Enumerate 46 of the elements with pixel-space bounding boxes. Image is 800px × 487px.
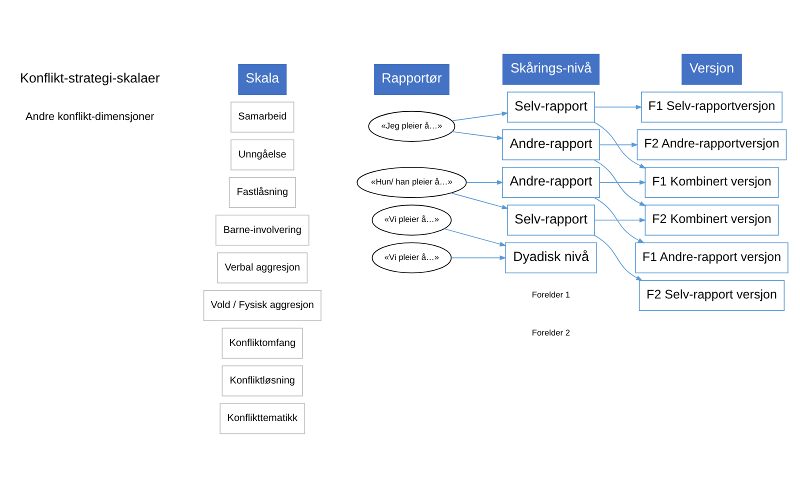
node-box: Fastlåsning xyxy=(228,176,296,208)
legend-label: Forelder 1 xyxy=(532,289,570,300)
node-box: Konflikttematikk xyxy=(220,402,306,434)
node-box: Dyadisk nivå xyxy=(504,242,598,273)
node-box: Konfliktløsning xyxy=(222,364,303,396)
node-box: Konfliktomfang xyxy=(222,327,303,358)
arrow xyxy=(599,142,638,147)
node-box: Andre-rapport xyxy=(502,166,600,198)
node-ellipse: «Hun/ han pleier å…» xyxy=(356,166,467,198)
node-box: Unngåelse xyxy=(230,138,294,170)
node-box: Skala xyxy=(238,63,287,94)
node-ellipse: «Jeg pleier å…» xyxy=(368,110,456,142)
node-box: Versjon xyxy=(682,53,742,84)
node-box: Vold / Fysisk aggresjon xyxy=(203,290,322,321)
node-box: Skårings-nivå xyxy=(502,53,600,84)
arrow xyxy=(450,254,506,260)
label: Andre konflikt-dimensjoner xyxy=(26,110,154,122)
arrow xyxy=(466,180,504,184)
arrow xyxy=(594,104,643,109)
node-ellipse: «Vi pleier å…» xyxy=(372,204,452,236)
node-box: F1 Kombinert versjon xyxy=(644,166,779,198)
arrow xyxy=(452,130,504,140)
arrow xyxy=(450,192,509,209)
arrow xyxy=(452,111,509,121)
node-box: Rapportør xyxy=(374,63,450,94)
node-box: F2 Andre-rapportversjon xyxy=(636,128,787,160)
node-box: F1 Selv-rapportversjon xyxy=(641,91,783,122)
arrow xyxy=(599,180,646,184)
label: Konflikt-strategi-skalaer xyxy=(20,70,160,86)
node-box: Verbal aggresjon xyxy=(217,252,308,283)
arrow xyxy=(594,217,646,222)
node-box: Andre-rapport xyxy=(502,128,600,160)
node-box: F2 Kombinert versjon xyxy=(644,204,779,236)
node-box: F2 Selv-rapport versjon xyxy=(638,280,785,310)
arrow xyxy=(594,234,643,280)
legend-label: Forelder 2 xyxy=(532,326,570,337)
arrow xyxy=(594,121,646,168)
node-box: F1 Andre-rapport versjon xyxy=(635,242,788,273)
node-box: Selv-rapport xyxy=(507,91,595,122)
node-box: Selv-rapport xyxy=(507,204,595,236)
arrow xyxy=(594,196,645,243)
arrow xyxy=(444,228,506,246)
arrow xyxy=(594,159,646,206)
node-ellipse: «Vi pleier å…» xyxy=(372,242,452,273)
node-box: Barne-involvering xyxy=(216,214,310,246)
node-box: Samarbeid xyxy=(230,101,294,132)
